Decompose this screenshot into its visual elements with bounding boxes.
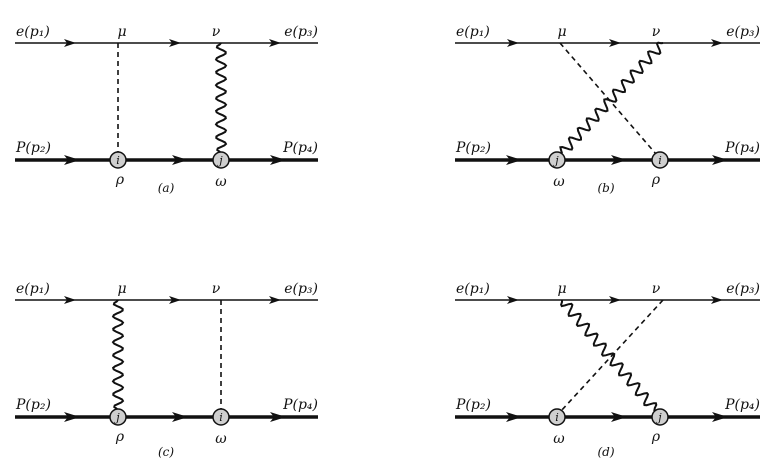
vertex-blob-right xyxy=(212,408,230,426)
blob-right-label: i xyxy=(219,411,223,424)
mu-label: μ xyxy=(117,281,126,297)
panel-a: i j e(p₁) e(p₃) P(p₂) P(p₄) μ ν ρ ω (a) xyxy=(15,24,318,195)
vertex-blob-right xyxy=(651,408,669,426)
proton-out-label: P(p₄) xyxy=(282,140,318,156)
vertex-right-label: ω xyxy=(215,431,227,447)
vertex-blob-right xyxy=(212,151,230,169)
vertex-right-label: ω xyxy=(215,174,227,190)
dashed-propagator xyxy=(560,299,664,412)
panel-caption: (d) xyxy=(597,445,614,459)
panel-b: j i e(p₁) e(p₃) P(p₂) P(p₄) μ ν ω ρ (b) xyxy=(455,24,760,195)
panel-d: i j e(p₁) e(p₃) P(p₂) P(p₄) μ ν ω ρ (d) xyxy=(455,281,760,459)
dashed-propagator xyxy=(559,42,657,155)
vertex-left-label: ρ xyxy=(115,429,125,445)
nu-label: ν xyxy=(212,281,221,297)
proton-in-label: P(p₂) xyxy=(15,140,51,156)
nu-label: ν xyxy=(212,24,221,40)
vertex-left-label: ρ xyxy=(115,172,125,188)
blob-left-label: j xyxy=(113,411,120,424)
mu-label: μ xyxy=(117,24,126,40)
proton-in-label: P(p₂) xyxy=(455,397,491,413)
nu-label: ν xyxy=(652,281,661,297)
electron-out-label: e(p₃) xyxy=(284,24,318,40)
proton-out-label: P(p₄) xyxy=(724,397,760,413)
blob-left-label: j xyxy=(552,154,559,167)
blob-right-label: j xyxy=(216,154,223,167)
electron-out-label: e(p₃) xyxy=(726,24,760,40)
proton-in-label: P(p₂) xyxy=(455,140,491,156)
proton-in-label: P(p₂) xyxy=(15,397,51,413)
blob-right-label: j xyxy=(655,411,662,424)
vertex-blob-left xyxy=(109,408,127,426)
electron-in-label: e(p₁) xyxy=(456,281,490,297)
photon-propagator xyxy=(559,41,664,155)
electron-out-label: e(p₃) xyxy=(284,281,318,297)
vertex-left-label: ω xyxy=(553,174,565,190)
mu-label: μ xyxy=(557,24,566,40)
electron-in-label: e(p₁) xyxy=(16,24,50,40)
blob-left-label: i xyxy=(555,411,559,424)
photon-propagator xyxy=(560,299,658,412)
proton-out-label: P(p₄) xyxy=(724,140,760,156)
vertex-blob-right xyxy=(651,151,669,169)
vertex-right-label: ρ xyxy=(651,172,661,188)
nu-label: ν xyxy=(652,24,661,40)
panel-caption: (c) xyxy=(158,445,174,459)
photon-propagator xyxy=(111,299,125,411)
vertex-blob-left xyxy=(109,151,127,169)
mu-label: μ xyxy=(557,281,566,297)
proton-out-label: P(p₄) xyxy=(282,397,318,413)
vertex-left-label: ω xyxy=(553,431,565,447)
panel-caption: (b) xyxy=(597,181,614,195)
electron-in-label: e(p₁) xyxy=(16,281,50,297)
vertex-blob-left xyxy=(548,151,566,169)
panel-c: j i e(p₁) e(p₃) P(p₂) P(p₄) μ ν ρ ω (c) xyxy=(15,281,318,459)
blob-left-label: i xyxy=(116,154,120,167)
panel-caption: (a) xyxy=(158,181,175,195)
vertex-blob-left xyxy=(548,408,566,426)
electron-out-label: e(p₃) xyxy=(726,281,760,297)
electron-in-label: e(p₁) xyxy=(456,24,490,40)
vertex-right-label: ρ xyxy=(651,429,661,445)
photon-propagator xyxy=(214,42,228,154)
blob-right-label: i xyxy=(658,154,662,167)
